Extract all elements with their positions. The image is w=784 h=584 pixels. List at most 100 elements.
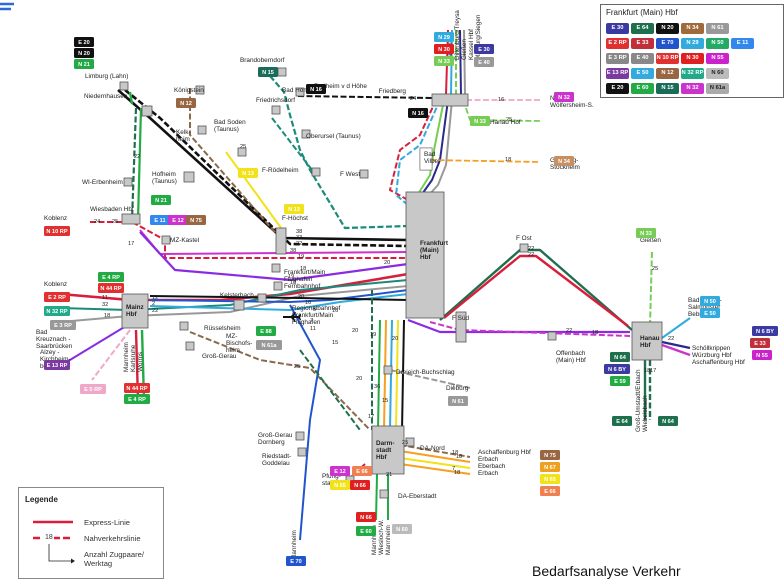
brand-logo-icon [0,2,14,11]
hub-line-chip: N 32 [681,83,704,94]
train-count-label: 20 [352,328,358,334]
train-count-label: 38 [290,248,296,254]
route-line [399,444,471,458]
route-line [661,340,691,350]
line-badge: N 67 [540,462,560,472]
station-label-f_sued: F Süd [452,315,469,322]
svg-text:N 32 RP: N 32 RP [46,309,67,315]
route-line [149,289,409,303]
line-badge: N 20 [74,48,94,58]
station-label-pfungstadt: Pfung-stadt [322,473,341,487]
line-badge: N 10 RP [44,226,70,236]
svg-text:N 16: N 16 [412,111,424,117]
train-count-label: 18 [644,368,650,374]
line-badge: N 6 BY [752,326,778,336]
svg-text:N 75: N 75 [190,218,202,224]
station-label-da_eberstadt: DA-Eberstadt [398,493,437,500]
line-badge: N 15 [258,67,278,77]
svg-text:N 16: N 16 [310,87,322,93]
line-badge: E 11 [150,215,170,225]
station-friedberg [431,93,469,107]
line-badge: E 59 [610,376,630,386]
line-badge: E 13 RP [44,360,70,370]
train-count-label: 15 [332,340,338,346]
destination-label: MannheimKarlsruheWorms [123,342,144,372]
line-badge: N 16 [306,84,326,94]
train-count-label: 33 [296,235,302,241]
svg-text:N 61: N 61 [452,399,464,405]
line-badge: N 64 [658,416,678,426]
line-badge: N 66 [350,480,370,490]
svg-text:N 12: N 12 [180,101,192,107]
line-badge: N 65 [330,480,350,490]
svg-text:E 30: E 30 [478,47,490,53]
line-badge: N 61 [448,396,468,406]
svg-text:N 6 BY: N 6 BY [608,367,626,373]
route-line [91,329,131,381]
station-label-ffm_hbf: Frankfurt(Main)Hbf [420,240,449,261]
svg-text:N 21: N 21 [155,198,167,204]
hub-line-chip: E 64 [631,23,654,34]
line-badge: E 66 [540,486,560,496]
svg-text:N 66: N 66 [354,483,366,489]
route-line [389,319,393,431]
train-count-label: 17 [650,368,656,374]
train-count-label: 7 [310,318,313,324]
line-badge: N 33 [434,56,454,66]
svg-text:N 61a: N 61a [262,343,278,349]
hub-line-chip: N 32 RP [681,68,704,79]
route-line [59,325,127,367]
hub-line-chip: E 33 [631,38,654,49]
station-label-wi_erbenheim: WI-Erbenheim [82,179,123,186]
station-fra_fern [273,281,283,291]
svg-text:E 5 RP: E 5 RP [84,387,102,393]
station-kelkheim [197,125,207,135]
station-label-bad_homburg: Bad Homburg [282,87,322,94]
svg-text:N 33: N 33 [640,231,652,237]
station-label-riedstadt: Riedstadt-Goddelau [262,453,291,467]
svg-text:E 70: E 70 [290,559,302,565]
destination-label: Dieburg [446,385,469,392]
train-count-label: 20 [392,336,398,342]
line-badge: N 55 [752,350,772,360]
line-badge: N 32 [554,92,574,102]
route-line [399,463,471,475]
train-count-label: 11 [310,326,316,332]
station-label-dreieich: Dreieich-Buchschlag [396,369,455,376]
line-badge: E 50 [700,308,720,318]
train-count-label: 22 [134,154,140,160]
train-count-label: 24 [94,219,100,225]
route-line [59,279,409,311]
station-kelsterbach [233,299,245,311]
route-line [459,29,462,96]
station-koenigstein [195,85,205,95]
station-label-limburg: Limburg (Lahn) [85,73,128,80]
route-line [189,331,371,431]
station-wiesbaden [161,235,171,245]
route-line [289,304,321,541]
train-count-label: 7 [452,466,455,472]
destination-label: Groß-Umstadt/ErbachWiebelsbach [635,369,649,432]
svg-text:N 33: N 33 [474,119,486,125]
svg-text:E 2 RP: E 2 RP [48,295,66,301]
line-badge: N 75 [540,450,560,460]
line-badge: N 75 [186,215,206,225]
legend-count-sample: 18 [45,534,53,541]
line-badge: N 65 [540,474,560,484]
line-badge: E 5 RP [80,384,106,394]
route-line [269,75,409,230]
station-f_sued [519,243,529,253]
train-count-label: 7 [452,384,455,390]
train-count-label: 19 [370,332,376,338]
svg-text:N 30: N 30 [438,47,450,53]
station-label-gross_gerau: Groß-Gerau [202,353,237,360]
station-label-mz_kastel: MZ-Kastel [170,237,199,244]
train-count-label: 17 [368,414,374,420]
route-line [407,318,630,334]
station-mz_kastel [405,191,445,319]
hub-line-chip: N 15 [656,83,679,94]
hub-line-chip: E 30 [606,23,629,34]
